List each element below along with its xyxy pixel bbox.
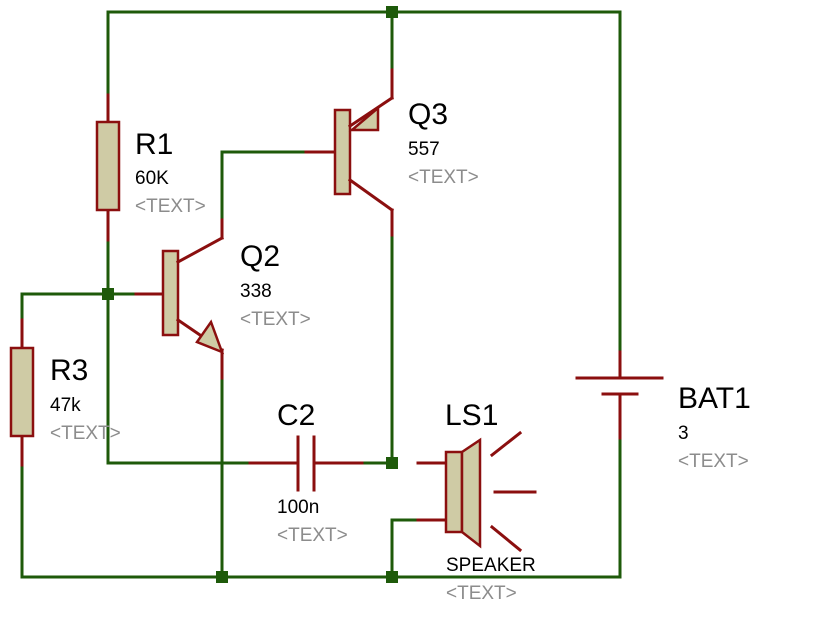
q2-text-label: <TEXT> — [240, 309, 311, 330]
q3-value-label: 557 — [408, 139, 440, 160]
transistor-q3-body — [333, 108, 352, 196]
battery-bat1: BAT1 3 <TEXT> — [575, 350, 751, 472]
capacitor-c2: C2 100n <TEXT> — [248, 399, 364, 546]
bat1-value-label: 3 — [678, 423, 689, 444]
r1-text-label: <TEXT> — [135, 196, 206, 217]
resistor-r1: R1 60K <TEXT> — [95, 93, 206, 242]
junction-speaker-node — [386, 457, 398, 469]
q2-ref-label: Q2 — [240, 240, 280, 273]
speaker-ls1: LS1 SPEAKER <TEXT> — [416, 399, 537, 604]
resistor-r1-body — [95, 120, 121, 212]
wire-r3-bottom — [20, 463, 622, 579]
ls1-text-label: <TEXT> — [446, 583, 517, 604]
r1-ref-label: R1 — [135, 128, 173, 161]
ls1-ref-label: LS1 — [445, 399, 498, 432]
r3-ref-label: R3 — [50, 354, 88, 387]
wire-r3-top — [20, 292, 110, 322]
q3-emitter-arrow — [348, 105, 380, 132]
transistor-q2: Q2 338 <TEXT> — [134, 218, 311, 380]
q2-value-label: 338 — [240, 281, 272, 302]
resistor-r3: R3 47k <TEXT> — [9, 318, 121, 467]
speaker-ls1-cone — [460, 437, 482, 549]
c2-ref-label: C2 — [277, 399, 315, 432]
wires — [20, 10, 622, 579]
speaker-ls1-magnet — [444, 450, 464, 534]
junction-top — [386, 6, 398, 18]
c2-text-label: <TEXT> — [277, 525, 348, 546]
bat1-text-label: <TEXT> — [678, 451, 749, 472]
junction-bottom-speaker — [386, 571, 398, 583]
q3-ref-label: Q3 — [408, 98, 448, 131]
transistor-q2-body — [161, 249, 180, 337]
r3-value-label: 47k — [50, 395, 81, 416]
q3-text-label: <TEXT> — [408, 167, 479, 188]
wire-q3-base — [220, 150, 308, 222]
resistor-r3-body — [9, 346, 35, 438]
speaker-wave-bottom — [489, 524, 523, 553]
junction-bottom-q2 — [216, 571, 228, 583]
transistor-q3: Q3 557 <TEXT> — [304, 68, 479, 237]
speaker-wave-top — [489, 430, 523, 458]
q2-emitter-arrow — [195, 319, 225, 355]
wire-speaker-bottom — [390, 518, 420, 579]
r1-value-label: 60K — [135, 168, 169, 189]
bat1-ref-label: BAT1 — [678, 382, 751, 415]
r3-text-label: <TEXT> — [50, 423, 121, 444]
junction-base-node — [102, 288, 114, 300]
wire-c2-left — [106, 292, 252, 465]
ls1-value-label: SPEAKER — [446, 555, 536, 576]
junctions — [102, 6, 398, 583]
c2-value-label: 100n — [277, 497, 319, 518]
